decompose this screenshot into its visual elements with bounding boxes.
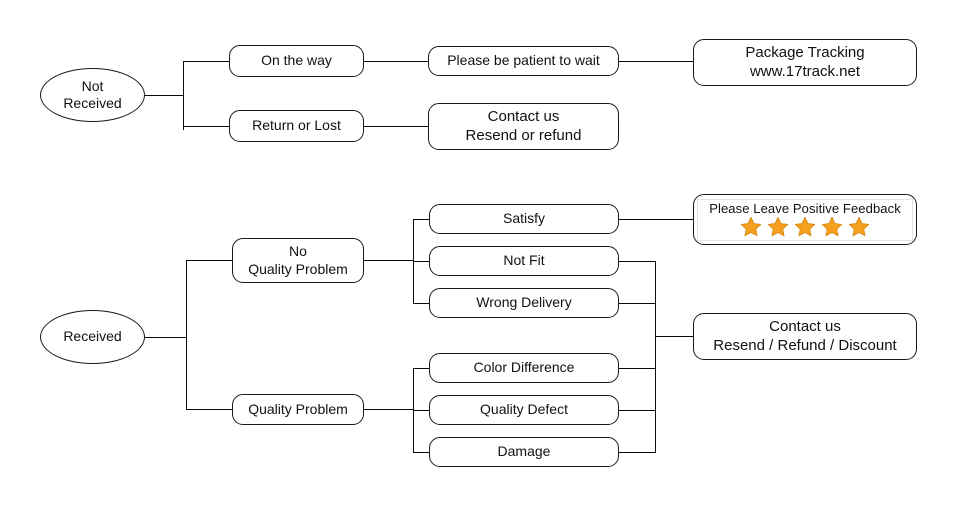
connector-not-fit-to-collector — [619, 261, 655, 262]
star-icon[interactable] — [821, 216, 843, 240]
node-contact-resend-refund-discount[interactable]: Contact us Resend / Refund / Discount — [693, 313, 917, 360]
star-icon[interactable] — [740, 216, 762, 240]
node-contact-resend-refund[interactable]: Contact us Resend or refund — [428, 103, 619, 150]
connector-to-damage — [413, 452, 429, 453]
connector-not-received-branch — [183, 61, 184, 130]
connector-color-difference-to-collector — [619, 368, 655, 369]
node-on-the-way[interactable]: On the way — [229, 45, 364, 77]
node-positive-feedback[interactable]: Please Leave Positive Feedback — [693, 194, 917, 245]
node-not-received[interactable]: Not Received — [40, 68, 145, 122]
node-return-or-lost[interactable]: Return or Lost — [229, 110, 364, 142]
connector-to-not-fit — [413, 261, 429, 262]
connector-received-branch — [186, 260, 187, 410]
connector-to-quality-defect — [413, 410, 429, 411]
connector-wait-to-tracking — [619, 61, 693, 62]
node-please-be-patient[interactable]: Please be patient to wait — [428, 46, 619, 76]
connector-to-return-or-lost — [183, 126, 229, 127]
connector-satisfy-to-feedback — [619, 219, 693, 220]
node-package-tracking[interactable]: Package Tracking www.17track.net — [693, 39, 917, 86]
star-rating[interactable] — [740, 216, 870, 240]
node-quality-problem[interactable]: Quality Problem — [232, 394, 364, 425]
node-no-quality-problem[interactable]: No Quality Problem — [232, 238, 364, 283]
connector-collector-to-resolution — [655, 336, 693, 337]
connector-to-wrong-delivery — [413, 303, 429, 304]
connector-received-stem — [145, 337, 186, 338]
connector-to-satisfy — [413, 219, 429, 220]
star-icon[interactable] — [848, 216, 870, 240]
node-not-fit[interactable]: Not Fit — [429, 246, 619, 276]
feedback-label: Please Leave Positive Feedback — [709, 200, 901, 216]
connector-to-quality-problem — [186, 409, 232, 410]
connector-resolution-collector — [655, 261, 656, 453]
connector-return-to-contact — [364, 126, 428, 127]
connector-to-color-difference — [413, 368, 429, 369]
node-wrong-delivery[interactable]: Wrong Delivery — [429, 288, 619, 318]
node-quality-defect[interactable]: Quality Defect — [429, 395, 619, 425]
feedback-inner-panel: Please Leave Positive Feedback — [697, 198, 913, 241]
node-damage[interactable]: Damage — [429, 437, 619, 467]
connector-to-no-quality-problem — [186, 260, 232, 261]
connector-nqp-stem — [364, 260, 413, 261]
connector-to-on-the-way — [183, 61, 229, 62]
connector-quality-defect-to-collector — [619, 410, 655, 411]
connector-on-the-way-to-wait — [364, 61, 428, 62]
star-icon[interactable] — [767, 216, 789, 240]
connector-damage-to-collector — [619, 452, 655, 453]
connector-qp-stem — [364, 409, 413, 410]
node-color-difference[interactable]: Color Difference — [429, 353, 619, 383]
star-icon[interactable] — [794, 216, 816, 240]
connector-wrong-delivery-to-collector — [619, 303, 655, 304]
node-satisfy[interactable]: Satisfy — [429, 204, 619, 234]
connector-not-received-stem — [145, 95, 183, 96]
node-received[interactable]: Received — [40, 310, 145, 364]
